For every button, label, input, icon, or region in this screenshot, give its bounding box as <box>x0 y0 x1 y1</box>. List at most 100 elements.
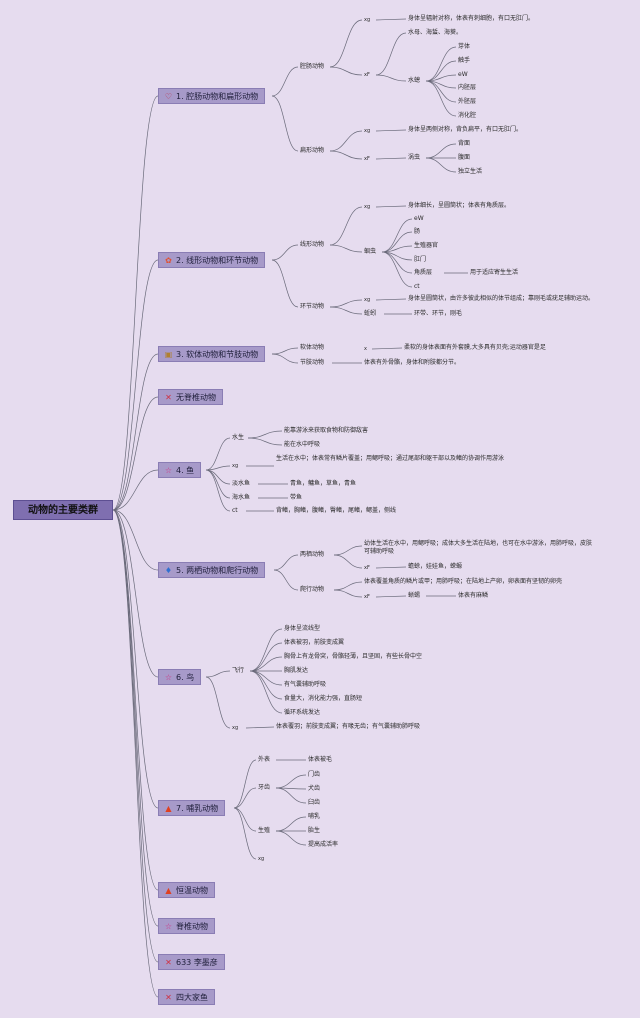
node-feature-tag[interactable]: xg <box>258 856 265 862</box>
node-lizard[interactable]: 蜥蜴 <box>408 592 421 599</box>
node-text[interactable]: 触手 <box>458 57 471 64</box>
node-mollusca[interactable]: 软体动物 <box>300 344 325 351</box>
connector <box>425 143 457 159</box>
branch-invertebrates[interactable]: ✕无脊椎动物 <box>158 389 223 405</box>
node-text[interactable]: 食量大，消化能力强，直肠短 <box>284 695 363 702</box>
branch-mollusca-arthropoda[interactable]: ▣3. 软体动物和节肢动物 <box>158 346 266 362</box>
node-structure-tag[interactable]: ct <box>232 507 238 514</box>
node-text[interactable]: 芽体 <box>458 43 471 50</box>
node-text[interactable]: 用于适应寄生生活 <box>470 269 519 276</box>
node-text[interactable]: 背面 <box>458 140 471 147</box>
node-seawater-fish[interactable]: 海水鱼 <box>232 494 251 501</box>
node-text[interactable]: 提高成活率 <box>308 841 339 848</box>
node-text[interactable]: 能在水中呼吸 <box>284 441 321 448</box>
node-text[interactable]: 门齿 <box>308 771 321 778</box>
node-text[interactable]: 身体呈辐射对称，体表有刺细胞，有口无肛门。 <box>408 15 535 22</box>
node-text[interactable]: 身体呈流线型 <box>284 625 321 632</box>
root-node-animal-groups[interactable]: 动物的主要类群 <box>13 500 113 520</box>
node-text[interactable]: 消化腔 <box>458 112 477 119</box>
node-text[interactable]: eW <box>458 71 468 78</box>
branch-vertebrates[interactable]: ☆脊椎动物 <box>158 918 215 934</box>
branch-warm-blooded[interactable]: ▲恒温动物 <box>158 882 215 898</box>
node-text[interactable]: 内胚层 <box>458 84 477 91</box>
node-text[interactable]: 体表被羽，前肢变成翼 <box>284 639 345 646</box>
node-amphibians[interactable]: 两栖动物 <box>300 551 325 558</box>
node-aquatic[interactable]: 水生 <box>232 434 245 441</box>
node-text[interactable]: eW <box>414 215 424 222</box>
node-text[interactable]: 体表覆盖角质的鳞片或甲；用肺呼吸；在陆地上产卵，卵表面有坚韧的卵壳 <box>364 578 563 585</box>
node-text[interactable]: 带鱼 <box>290 494 303 501</box>
node-arthropoda[interactable]: 节肢动物 <box>300 359 325 366</box>
node-text[interactable]: ct <box>414 283 420 290</box>
connector <box>375 566 407 569</box>
node-feature-tag[interactable]: xg <box>364 204 371 210</box>
node-reptiles[interactable]: 爬行动物 <box>300 586 325 593</box>
node-text[interactable]: 有气囊辅助呼吸 <box>284 681 327 688</box>
connector <box>233 787 257 809</box>
node-text[interactable]: 体表有麻鳞 <box>458 592 489 599</box>
node-feature-tag[interactable]: xg <box>232 463 239 469</box>
node-text[interactable]: 环带、环节，刚毛 <box>414 310 463 317</box>
node-nematoda[interactable]: 线形动物 <box>300 241 325 248</box>
node-text[interactable]: 生殖器官 <box>414 242 439 249</box>
branch-author[interactable]: ✕633 李墨彦 <box>158 954 225 970</box>
connector <box>329 66 363 76</box>
node-teeth[interactable]: 牙齿 <box>258 784 271 791</box>
node-text[interactable]: 水母、海蜇、海葵。 <box>408 29 463 36</box>
branch-amphibians-reptiles[interactable]: ♦5. 两栖动物和爬行动物 <box>158 562 266 578</box>
node-text[interactable]: 肛门 <box>414 256 427 263</box>
branch-birds[interactable]: ☆6. 鸟 <box>158 669 202 685</box>
node-text[interactable]: 能靠游泳来获取食物和防御敌害 <box>284 427 369 434</box>
node-text[interactable]: 体表有外骨骼，身体和附肢都分节。 <box>364 359 461 366</box>
node-text[interactable]: 臼齿 <box>308 799 321 806</box>
connector <box>205 670 231 678</box>
node-text[interactable]: 犬齿 <box>308 785 321 792</box>
node-text[interactable]: 身体呈两侧对称，背负扁平，有口无肛门。 <box>408 126 523 133</box>
node-text[interactable]: 柔软的身体表面有外套膜,大多具有贝壳;运动器官是足 <box>404 344 546 351</box>
node-example-tag[interactable]: xF <box>364 565 370 571</box>
node-freshwater-fish[interactable]: 淡水鱼 <box>232 480 251 487</box>
node-text[interactable]: 腹面 <box>458 154 471 161</box>
node-text[interactable]: 循环系统发达 <box>284 709 321 716</box>
node-text[interactable]: 胎生 <box>308 827 321 834</box>
node-example-tag[interactable]: xF <box>364 594 370 600</box>
node-planarian[interactable]: 涡虫 <box>408 154 421 161</box>
branch-mammals[interactable]: ▲7. 哺乳动物 <box>158 800 226 816</box>
node-text[interactable]: 独立生活 <box>458 168 483 175</box>
node-text[interactable]: 生活在水中；体表常有鳞片覆盖；用鳃呼吸；通过尾部和躯干部以及鳍的协调作用游泳 <box>276 455 505 462</box>
node-text[interactable]: 蟾蜍，娃娃鱼，蝾螈 <box>408 563 463 570</box>
node-appearance[interactable]: 外表 <box>258 756 271 763</box>
node-feature-tag[interactable]: xg <box>364 17 371 23</box>
node-cnidaria[interactable]: 腔肠动物 <box>300 63 325 70</box>
node-text[interactable]: 外胚层 <box>458 98 477 105</box>
node-hydra[interactable]: 水螅 <box>408 77 421 84</box>
node-text[interactable]: 肠 <box>414 228 421 235</box>
node-text[interactable]: 幼体生活在水中，用鳃呼吸；成体大多生活在陆地，也可在水中游泳，用肺呼吸，皮肤可辅… <box>364 540 593 555</box>
node-text[interactable]: 胸骨上有龙骨突，骨骼轻薄，且坚固，有些长骨中空 <box>284 653 423 660</box>
node-text[interactable]: 胸肌发达 <box>284 667 309 674</box>
node-example-tag[interactable]: xF <box>364 72 370 78</box>
node-text[interactable]: 身体呈圆筒状，由许多彼此相似的体节组成；靠刚毛或疣足辅助运动。 <box>408 295 595 302</box>
node-earthworm[interactable]: 蚯蚓 <box>364 310 377 317</box>
node-platyhelminthes[interactable]: 扁形动物 <box>300 147 325 154</box>
node-annelida[interactable]: 环节动物 <box>300 303 325 310</box>
node-flight[interactable]: 飞行 <box>232 667 245 674</box>
branch-nematoda-annelida[interactable]: ✿2. 线形动物和环节动物 <box>158 252 266 268</box>
node-example-tag[interactable]: xF <box>364 156 370 162</box>
node-text[interactable]: 体表覆羽；前肢变成翼；有喙无齿；有气囊辅助肺呼吸 <box>276 723 421 730</box>
node-reproduction[interactable]: 生殖 <box>258 827 271 834</box>
node-text[interactable]: 角质层 <box>414 269 433 276</box>
node-text[interactable]: 哺乳 <box>308 813 321 820</box>
branch-fish[interactable]: ☆4. 鱼 <box>158 462 202 478</box>
branch-four-carps[interactable]: ✕四大家鱼 <box>158 989 215 1005</box>
node-roundworm[interactable]: 蛔虫 <box>364 248 377 255</box>
branch-cnidaria-platyhelminthes[interactable]: ♡1. 腔肠动物和扁形动物 <box>158 88 266 104</box>
node-text[interactable]: 青鱼，鳙鱼，草鱼，青鱼 <box>290 480 357 487</box>
node-feature-tag[interactable]: xg <box>232 725 239 731</box>
node-text[interactable]: 背鳍，胸鳍，腹鳍，臀鳍，尾鳍，鳃盖，侧线 <box>276 507 397 514</box>
node-feature-tag[interactable]: xg <box>364 128 371 134</box>
node-feature-tag[interactable]: x <box>364 346 367 352</box>
node-text[interactable]: 体表被毛 <box>308 756 333 763</box>
node-feature-tag[interactable]: xg <box>364 297 371 303</box>
node-text[interactable]: 身体细长，呈圆筒状；体表有角质层。 <box>408 202 511 209</box>
